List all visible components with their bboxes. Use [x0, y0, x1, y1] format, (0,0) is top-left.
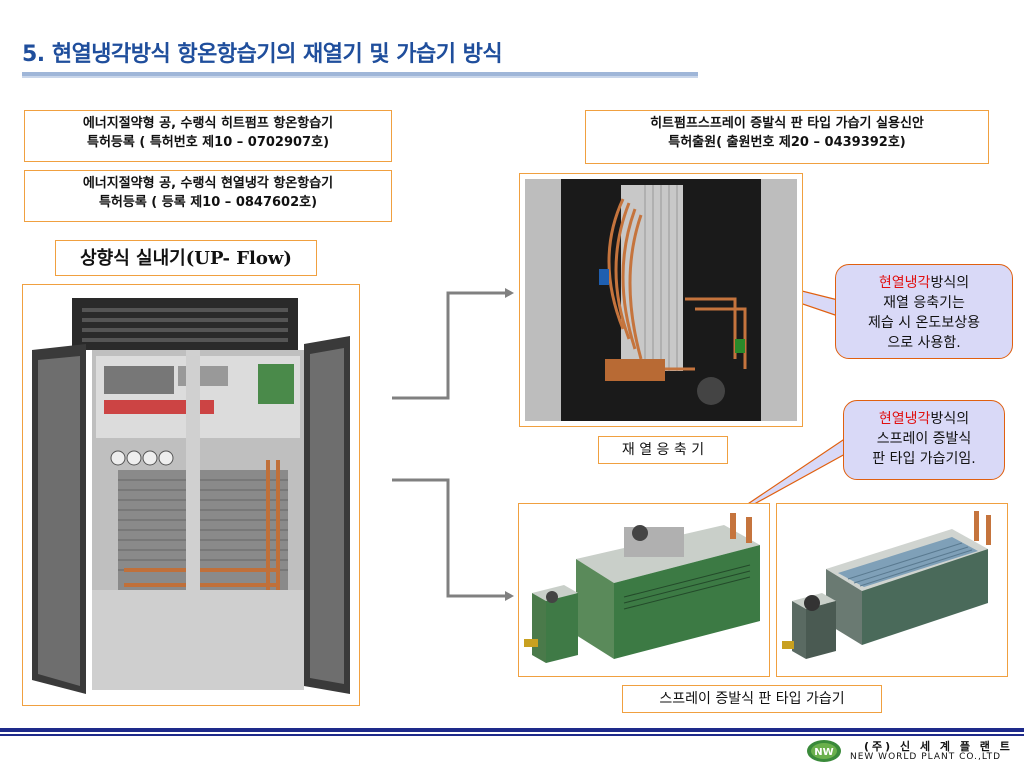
company-name-english: NEW WORLD PLANT CO.,LTD	[850, 752, 1002, 762]
callout-line: 제습 시 온도보상용	[868, 315, 980, 331]
callout-text: 방식의	[930, 411, 970, 427]
reheater-caption: 재 열 응 축 기	[598, 436, 728, 464]
patent-box-line1: 에너지절약형 공, 수랭식 히트펌프 항온항습기	[82, 116, 334, 131]
footer-rule-thin	[0, 734, 1024, 736]
callout-line: 판 타입 가습기임.	[872, 451, 976, 467]
callout-highlight: 현열냉각	[878, 275, 931, 291]
humidifier-image-front	[524, 509, 764, 671]
callout-line: 재열 응축기는	[883, 295, 965, 311]
callout-highlight: 현열냉각	[878, 411, 931, 427]
patent-box-line2: 특허등록 ( 특허번호 제10 – 0702907호)	[86, 135, 330, 150]
humidifier-image-open	[782, 509, 1002, 671]
callout-line: 스프레이 증발식	[876, 431, 972, 447]
footer-rule-thick	[0, 728, 1024, 732]
callout-humidifier: 현열냉각방식의 스프레이 증발식 판 타입 가습기임.	[843, 400, 1005, 480]
patent-box-line1: 히트펌프스프레이 증발식 판 타입 가습기 실용신안	[650, 116, 924, 131]
patent-box-line2: 특허출원( 출원번호 제20 – 0439392호)	[668, 135, 906, 150]
humidifier-photo-front	[518, 503, 770, 677]
indoor-unit-photo	[22, 284, 360, 706]
patent-box-line1: 에너지절약형 공, 수랭식 현열냉각 항온항습기	[82, 176, 334, 191]
unit-label: 상향식 실내기(UP- Flow)	[55, 240, 317, 276]
indoor-unit-image	[28, 290, 354, 700]
reheater-photo	[519, 173, 803, 427]
logo-text: NW	[814, 747, 833, 758]
patent-box-heatpump: 에너지절약형 공, 수랭식 히트펌프 항온항습기 특허등록 ( 특허번호 제10…	[24, 110, 392, 162]
patent-box-line2: 특허등록 ( 등록 제10 – 0847602호)	[98, 195, 318, 210]
reheater-image	[525, 179, 797, 421]
title-underline	[22, 72, 698, 78]
patent-box-sensible-cooling: 에너지절약형 공, 수랭식 현열냉각 항온항습기 특허등록 ( 등록 제10 –…	[24, 170, 392, 222]
page-title: 5. 현열냉각방식 항온항습기의 재열기 및 가습기 방식	[22, 42, 503, 67]
humidifier-caption: 스프레이 증발식 판 타입 가습기	[622, 685, 882, 713]
callout-reheater: 현열냉각방식의 재열 응축기는 제습 시 온도보상용 으로 사용함.	[835, 264, 1013, 359]
company-logo: NW	[807, 740, 841, 762]
humidifier-photo-open	[776, 503, 1008, 677]
callout-text: 방식의	[930, 275, 970, 291]
company-name-korean: (주) 신 세 계 플 랜 트	[864, 740, 1013, 753]
patent-box-humidifier: 히트펌프스프레이 증발식 판 타입 가습기 실용신안 특허출원( 출원번호 제2…	[585, 110, 989, 164]
callout-line: 으로 사용함.	[887, 335, 961, 351]
